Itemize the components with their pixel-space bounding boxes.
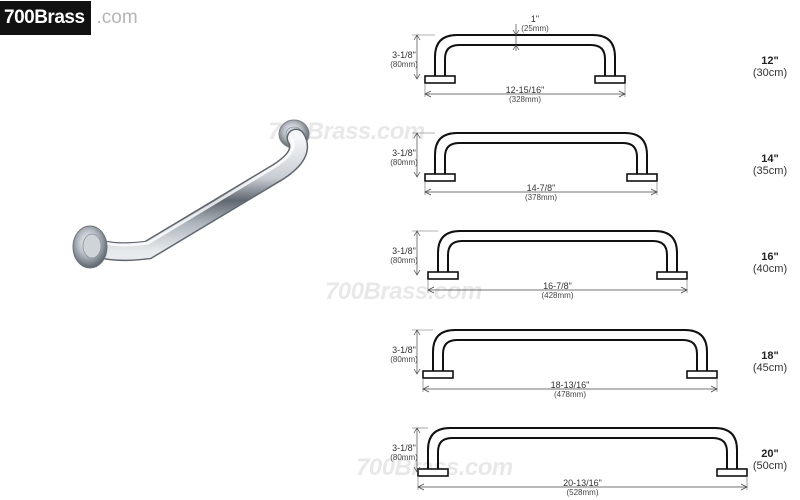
bar-outline-inner xyxy=(442,339,698,372)
bar-width-mm: (478mm) xyxy=(553,390,587,399)
width-arrow-right xyxy=(650,188,658,196)
bar-width-label: 20-13/16" (528mm) xyxy=(563,478,602,498)
width-arrow-right xyxy=(710,385,718,393)
bar-right-flange xyxy=(594,75,626,84)
bar-outline-outer xyxy=(437,230,678,273)
height-arrow-bottom xyxy=(413,466,421,473)
bar-outline-inner xyxy=(444,142,638,175)
bar-size-inch: 16" xyxy=(761,251,779,263)
height-arrow-bottom xyxy=(413,171,421,178)
bar-height-mm: (80mm) xyxy=(390,256,418,265)
bar-left-flange xyxy=(424,173,456,182)
tube-diameter-mm: (25mm) xyxy=(521,24,549,33)
bar-width-label: 16-7/8" (428mm) xyxy=(541,281,573,301)
bar-width-label: 18-13/16" (478mm) xyxy=(551,380,590,400)
tube-diameter-label: 1" (25mm) xyxy=(521,14,549,34)
bar-height-mm: (80mm) xyxy=(390,158,418,167)
bar-width-inch: 20-13/16" xyxy=(563,478,602,488)
bar-right-flange xyxy=(626,173,658,182)
bar-height-inch: 3-1/8" xyxy=(392,246,416,256)
bar-height-mm: (80mm) xyxy=(390,355,418,364)
height-arrow-top xyxy=(413,230,421,237)
bar-size-cm: (50cm) xyxy=(752,460,788,472)
bar-size-inch: 14" xyxy=(761,153,779,165)
bar-size-label: 16" (40cm) xyxy=(753,251,787,275)
bar-left-flange xyxy=(427,271,459,280)
bar-height-label: 3-1/8" (80mm) xyxy=(390,345,418,365)
width-arrow-right xyxy=(618,90,626,98)
bar-width-mm: (528mm) xyxy=(566,488,599,497)
bar-width-inch: 12-15/16" xyxy=(505,85,545,95)
bar-size-label: 20" (50cm) xyxy=(753,448,787,472)
height-arrow-top xyxy=(413,427,421,434)
tube-diameter-inch: 1" xyxy=(530,14,540,24)
bar-outline-inner xyxy=(447,240,668,273)
bar-size-inch: 18" xyxy=(761,350,779,362)
bar-size-label: 12" (30cm) xyxy=(753,55,787,79)
bar-outline-inner xyxy=(444,44,606,77)
bar-height-mm: (80mm) xyxy=(390,60,418,69)
bar-height-label: 3-1/8" (80mm) xyxy=(390,148,418,168)
height-arrow-bottom xyxy=(413,73,421,80)
bar-size-cm: (35cm) xyxy=(752,165,788,177)
brand-logo: 700Brass .com xyxy=(0,0,138,36)
bar-width-label: 14-7/8" (378mm) xyxy=(525,183,557,203)
bar-height-label: 3-1/8" (80mm) xyxy=(390,443,418,463)
width-arrow-left xyxy=(424,90,432,98)
bar-size-cm: (40cm) xyxy=(752,263,788,275)
bar-size-cm: (45cm) xyxy=(752,362,788,374)
bar-left-flange xyxy=(417,468,449,477)
width-arrow-right xyxy=(680,286,688,294)
bar-left-flange xyxy=(422,370,454,379)
width-arrow-right xyxy=(740,483,748,491)
tube-diameter-arrow-bottom xyxy=(512,44,520,51)
bar-size-inch: 12" xyxy=(761,55,779,67)
bar-outline-outer xyxy=(434,34,616,77)
bar-height-inch: 3-1/8" xyxy=(392,50,416,60)
bar-outline-outer xyxy=(427,427,738,470)
width-arrow-left xyxy=(427,286,435,294)
bar-size-label: 14" (35cm) xyxy=(753,153,787,177)
width-arrow-left xyxy=(424,188,432,196)
height-arrow-bottom xyxy=(413,269,421,276)
bar-right-flange xyxy=(686,370,718,379)
bar-width-inch: 16-7/8" xyxy=(543,281,572,291)
height-arrow-top xyxy=(413,329,421,336)
height-arrow-top xyxy=(413,34,421,41)
bar-size-inch: 20" xyxy=(761,448,779,460)
bar-width-mm: (378mm) xyxy=(524,193,558,202)
bar-width-inch: 18-13/16" xyxy=(550,380,590,390)
height-arrow-bottom xyxy=(413,368,421,375)
bar-left-flange xyxy=(424,75,456,84)
height-arrow-top xyxy=(413,132,421,139)
bar-height-inch: 3-1/8" xyxy=(392,443,416,453)
bar-size-cm: (30cm) xyxy=(752,67,788,79)
bar-right-flange xyxy=(656,271,688,280)
grab-bar-product-image xyxy=(72,119,310,269)
bar-height-label: 3-1/8" (80mm) xyxy=(390,50,418,70)
logo-brand-text: 700Brass xyxy=(0,1,91,35)
bar-right-flange xyxy=(716,468,748,477)
bar-height-inch: 3-1/8" xyxy=(392,345,416,355)
bar-width-inch: 14-7/8" xyxy=(526,183,556,193)
bar-outline-outer xyxy=(434,132,648,175)
bar-height-inch: 3-1/8" xyxy=(392,148,416,158)
logo-suffix-text: .com xyxy=(96,7,138,28)
bar-width-mm: (328mm) xyxy=(508,95,542,104)
width-arrow-left xyxy=(417,483,425,491)
width-arrow-left xyxy=(422,385,430,393)
bar-width-label: 12-15/16" (328mm) xyxy=(506,85,545,105)
bar-outline-inner xyxy=(437,437,728,470)
bar-height-mm: (80mm) xyxy=(390,453,418,462)
tube-diameter-arrow-top xyxy=(512,29,520,36)
bar-width-mm: (428mm) xyxy=(541,291,574,300)
bar-size-label: 18" (45cm) xyxy=(753,350,787,374)
bar-height-label: 3-1/8" (80mm) xyxy=(390,246,418,266)
bar-outline-outer xyxy=(432,329,708,372)
